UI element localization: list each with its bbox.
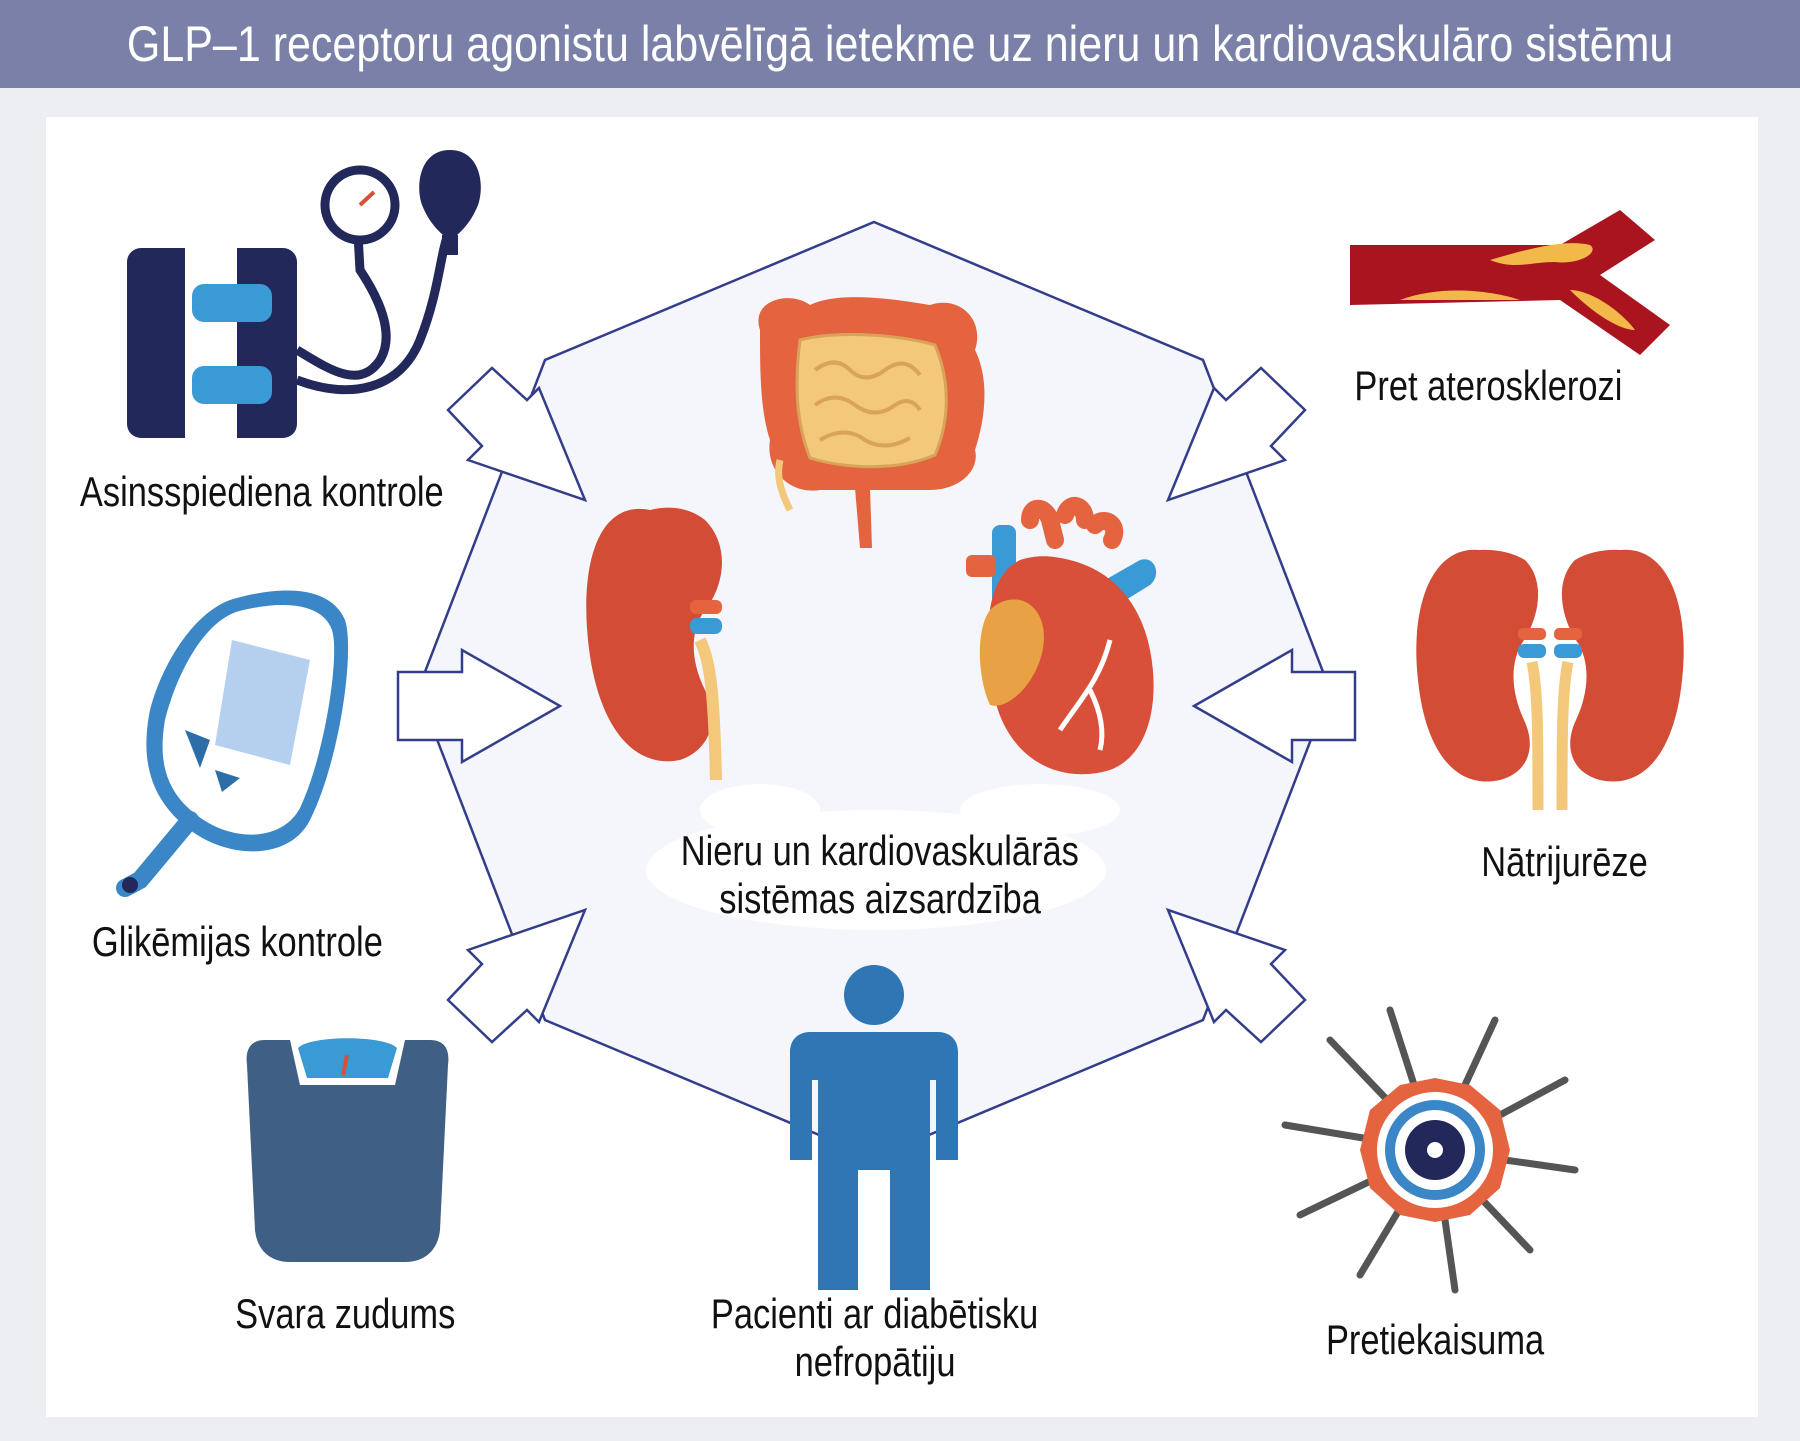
kidney-icon [586,507,722,781]
arrow-bottom-right [1165,907,1307,1044]
label-anti-inflammatory: Pretiekaisuma [1325,1316,1545,1363]
label-patients: Pacienti ar diabētisku nefropātiju [711,1290,1039,1385]
arrow-left [396,647,563,765]
label-glycemia: Glikēmijas kontrole [91,918,383,965]
artery-plaque-icon [1350,210,1670,355]
weighing-scale-icon [246,1028,449,1262]
heart-icon [966,497,1157,775]
arrow-bottom-left [446,907,588,1044]
intestine-icon [758,297,985,548]
arrow-top-left [446,366,588,503]
inflammation-vessel-icon [1281,1006,1579,1294]
kidneys-pair-icon [1416,549,1684,811]
label-weight: Svara zudums [234,1290,456,1337]
diagram-title: GLP–1 receptoru agonistu labvēlīgā ietek… [126,16,1674,72]
title-bar: GLP–1 receptoru agonistu labvēlīgā ietek… [0,0,1800,88]
label-atherosclerosis: Pret aterosklerozi [1354,362,1623,409]
label-blood-pressure: Asinsspiediena kontrole [79,468,444,515]
center-label: Nieru un kardiovaskulārās sistēmas aizsa… [680,827,1080,922]
blood-pressure-monitor-icon [127,150,481,438]
center-text-backdrop [646,784,1120,930]
glucose-meter-icon [116,590,349,897]
label-natriuresis: Nātrijurēze [1481,838,1649,885]
arrow-right [1191,647,1357,765]
person-icon [790,965,958,1290]
arrow-top-right [1165,366,1307,503]
